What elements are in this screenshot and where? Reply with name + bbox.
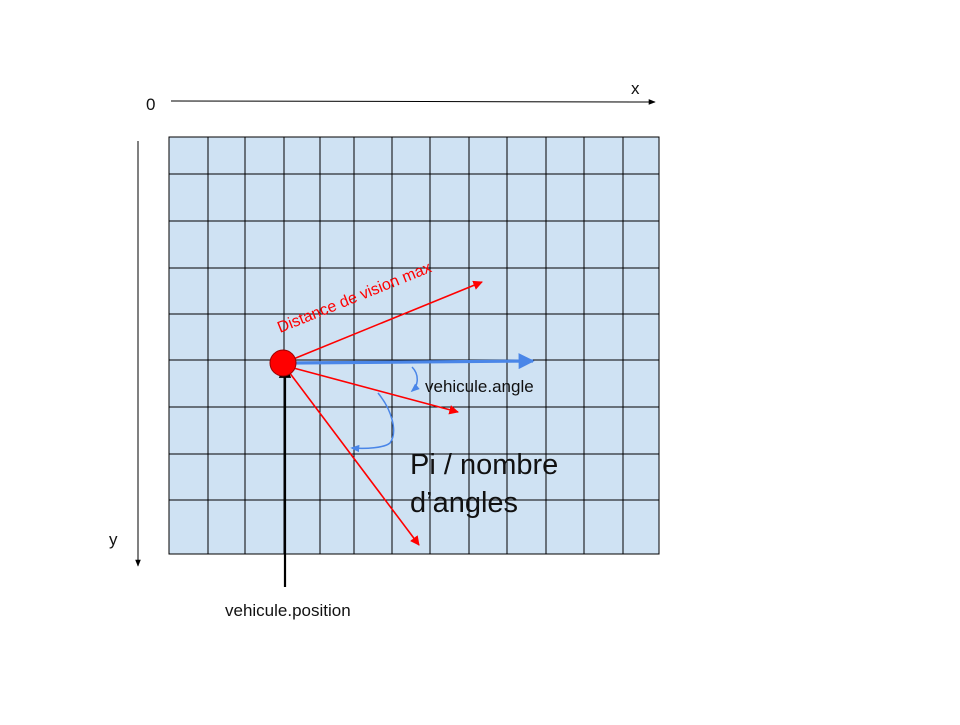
axes: 0 x y — [109, 79, 656, 567]
angle-step-label-line1: Pi / nombre — [410, 449, 558, 481]
vision-rays — [285, 280, 483, 546]
angle-indicators — [350, 366, 420, 453]
vehicle-position-label: vehicule.position — [225, 601, 351, 620]
vehicle-angle-label: vehicule.angle — [425, 377, 534, 396]
x-axis-label: x — [631, 79, 640, 98]
angle-step-curve — [350, 392, 395, 453]
vehicle-heading-arrow — [291, 353, 535, 370]
origin-label: 0 — [146, 95, 155, 114]
vision-ray-lower — [285, 367, 420, 546]
y-axis-label: y — [109, 530, 118, 549]
grid — [168, 136, 660, 555]
grid-lines — [169, 137, 659, 554]
x-axis-arrow — [170, 99, 656, 105]
vehicle-angle-curve — [410, 366, 420, 393]
grid-background — [168, 136, 660, 555]
vision-ray-upper — [285, 280, 483, 363]
vehicle-dot — [269, 349, 297, 377]
vision-ray-middle — [285, 365, 459, 415]
angle-step-label-line2: d’angles — [410, 487, 518, 519]
